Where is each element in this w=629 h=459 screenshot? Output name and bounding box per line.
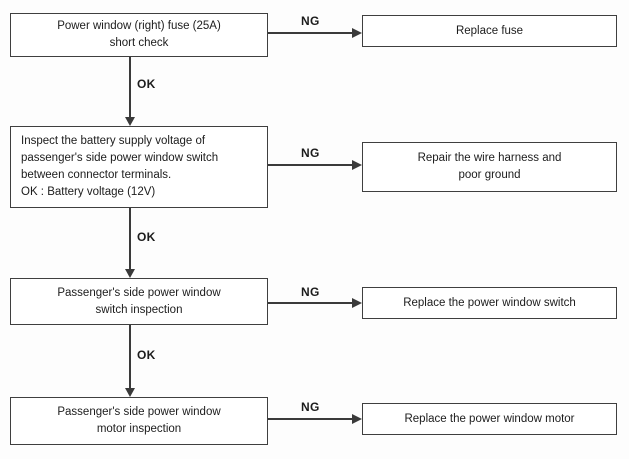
step-text-line: OK : Battery voltage (12V)	[21, 186, 156, 198]
connector-line-vertical	[129, 57, 131, 118]
result-text-line: poor ground	[458, 169, 521, 181]
step-text-line: short check	[109, 37, 169, 49]
ng-label: NG	[301, 146, 320, 160]
step-box-fuse-short-check: Power window (right) fuse (25A) short ch…	[10, 13, 268, 57]
arrow-right-icon	[352, 160, 362, 170]
arrow-right-icon	[352, 414, 362, 424]
arrow-right-icon	[352, 298, 362, 308]
result-box-replace-power-window-switch: Replace the power window switch	[362, 287, 617, 319]
step-text-line: Passenger's side power window	[57, 406, 221, 418]
result-box-replace-power-window-motor: Replace the power window motor	[362, 403, 617, 435]
ok-label: OK	[137, 348, 156, 362]
step-box-battery-voltage-inspection: Inspect the battery supply voltage of pa…	[10, 126, 268, 208]
connector-line-horizontal	[268, 32, 353, 34]
result-text-line: Repair the wire harness and	[417, 152, 562, 164]
ok-label: OK	[137, 230, 156, 244]
connector-line-horizontal	[268, 164, 353, 166]
arrow-down-icon	[125, 269, 135, 278]
step-box-switch-inspection: Passenger's side power window switch ins…	[10, 278, 268, 325]
result-box-replace-fuse: Replace fuse	[362, 15, 617, 47]
result-text-line: Replace fuse	[455, 24, 524, 37]
result-text-line: Replace the power window switch	[403, 296, 576, 309]
result-box-repair-wire-harness: Repair the wire harness and poor ground	[362, 142, 617, 192]
step-text-line: Inspect the battery supply voltage of	[21, 135, 206, 147]
arrow-right-icon	[352, 28, 362, 38]
connector-line-horizontal	[268, 302, 353, 304]
step-text-line: between connector terminals.	[21, 169, 172, 181]
step-box-motor-inspection: Passenger's side power window motor insp…	[10, 397, 268, 445]
step-text-line: Passenger's side power window	[57, 286, 221, 299]
ng-label: NG	[301, 14, 320, 28]
ng-label: NG	[301, 400, 320, 414]
connector-line-horizontal	[268, 418, 353, 420]
result-text-line: Replace the power window motor	[404, 412, 575, 425]
step-text-line: switch inspection	[95, 303, 183, 316]
step-text-line: Power window (right) fuse (25A)	[57, 20, 221, 32]
ng-label: NG	[301, 285, 320, 299]
step-text-line: motor inspection	[96, 423, 182, 435]
arrow-down-icon	[125, 388, 135, 397]
connector-line-vertical	[129, 325, 131, 389]
arrow-down-icon	[125, 117, 135, 126]
ok-label: OK	[137, 77, 156, 91]
step-text-line: passenger's side power window switch	[21, 152, 219, 164]
connector-line-vertical	[129, 208, 131, 270]
